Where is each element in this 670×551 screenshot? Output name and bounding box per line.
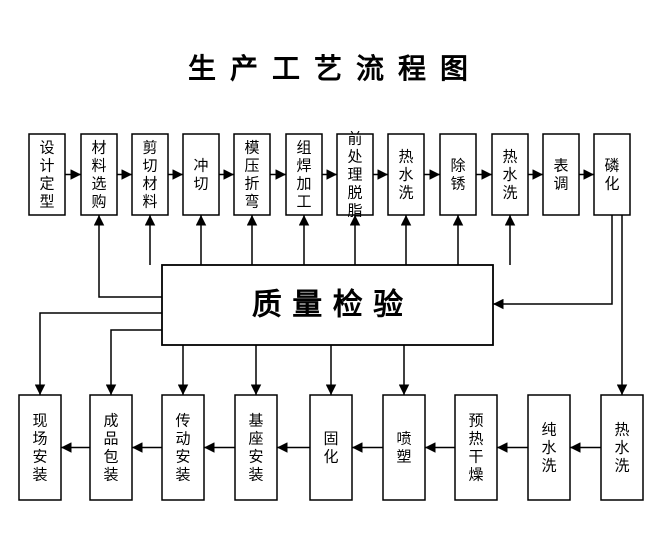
bottom-step-9-box — [600, 394, 644, 501]
bottom-step-7: 预热干燥 — [454, 394, 498, 501]
bottom-step-4-box — [234, 394, 278, 501]
bottom-step-1: 现场安装 — [18, 394, 62, 501]
top-step-12-box — [593, 133, 631, 216]
top-step-7: 前处理脱脂 — [336, 130, 374, 220]
edges-layer — [34, 169, 628, 453]
top-step-8-label: 热水洗 — [398, 148, 413, 202]
qc-elbow-to-packaging — [105, 329, 162, 395]
top-step-12-label: 磷化 — [604, 157, 619, 193]
quality-inspection-node: 质 量 检 验 — [161, 264, 494, 346]
bottom-step-9-label: 热水洗 — [614, 421, 629, 475]
top-step-6: 组焊加工 — [285, 133, 323, 216]
bottom-step-9: 热水洗 — [600, 394, 644, 501]
top-step-4-label: 冲切 — [193, 157, 208, 193]
bottom-step-5-label: 固化 — [323, 430, 338, 466]
top-step-1-label: 设计定型 — [39, 139, 54, 211]
top-step-6-label: 组焊加工 — [296, 139, 311, 211]
bottom-step-3-label: 传动安装 — [175, 412, 190, 484]
bottom-step-8: 纯水洗 — [527, 394, 571, 501]
bottom-step-6-label: 喷塑 — [396, 430, 411, 466]
bottom-step-7-label: 预热干燥 — [468, 412, 483, 484]
bottom-step-4-label: 基座安装 — [248, 412, 263, 484]
top-step-9-box — [439, 133, 477, 216]
bottom-step-2-label: 成品包装 — [103, 412, 118, 484]
top-step-1-box — [28, 133, 66, 216]
top-step-10-box — [491, 133, 529, 216]
top-step-3: 剪切材料 — [131, 133, 169, 216]
bottom-step-1-label: 现场安装 — [32, 412, 47, 484]
phosphating-to-qc-arrow — [493, 215, 613, 310]
top-step-2-label: 材料选购 — [91, 139, 106, 211]
bottom-step-6: 喷塑 — [382, 394, 426, 501]
top-step-6-box — [285, 133, 323, 216]
top-step-2: 材料选购 — [80, 133, 118, 216]
quality-inspection-box — [161, 264, 494, 346]
top-step-8-box — [387, 133, 425, 216]
top-step-5-label: 模压折弯 — [244, 139, 259, 211]
bottom-step-5-box — [309, 394, 353, 501]
top-step-9-label: 除锈 — [450, 157, 465, 193]
top-step-9: 除锈 — [439, 133, 477, 216]
top-step-11: 表调 — [542, 133, 580, 216]
bottom-step-4: 基座安装 — [234, 394, 278, 501]
bottom-step-8-label: 纯水洗 — [541, 421, 556, 475]
top-step-1: 设计定型 — [28, 133, 66, 216]
bottom-step-8-box — [527, 394, 571, 501]
nodes-layer: 设计定型材料选购剪切材料冲切模压折弯组焊加工前处理脱脂热水洗除锈热水洗表调磷化现… — [18, 130, 644, 501]
top-step-7-label: 前处理脱脂 — [347, 130, 362, 220]
diagram-title: 生产工艺流程图 — [187, 52, 482, 85]
bottom-step-2-box — [89, 394, 133, 501]
bottom-step-3-box — [161, 394, 205, 501]
top-step-12: 磷化 — [593, 133, 631, 216]
bottom-step-5: 固化 — [309, 394, 353, 501]
top-step-4: 冲切 — [182, 133, 220, 216]
bottom-step-7-box — [454, 394, 498, 501]
qc-elbow-to-site-install — [34, 312, 162, 395]
top-step-10-label: 热水洗 — [502, 148, 517, 202]
top-step-7-box — [336, 133, 374, 216]
top-step-11-box — [542, 133, 580, 216]
top-step-5: 模压折弯 — [233, 133, 271, 216]
top-step-5-box — [233, 133, 271, 216]
bottom-step-3: 传动安装 — [161, 394, 205, 501]
quality-inspection-label: 质 量 检 验 — [252, 288, 403, 323]
top-step-2-box — [80, 133, 118, 216]
bottom-step-1-box — [18, 394, 62, 501]
qc-elbow-to-material-purchase — [93, 215, 162, 298]
top-step-10: 热水洗 — [491, 133, 529, 216]
bottom-step-2: 成品包装 — [89, 394, 133, 501]
top-step-8: 热水洗 — [387, 133, 425, 216]
bottom-step-6-box — [382, 394, 426, 501]
top-step-11-label: 表调 — [553, 157, 568, 193]
top-step-3-label: 剪切材料 — [142, 139, 157, 211]
top-step-4-box — [182, 133, 220, 216]
top-step-3-box — [131, 133, 169, 216]
